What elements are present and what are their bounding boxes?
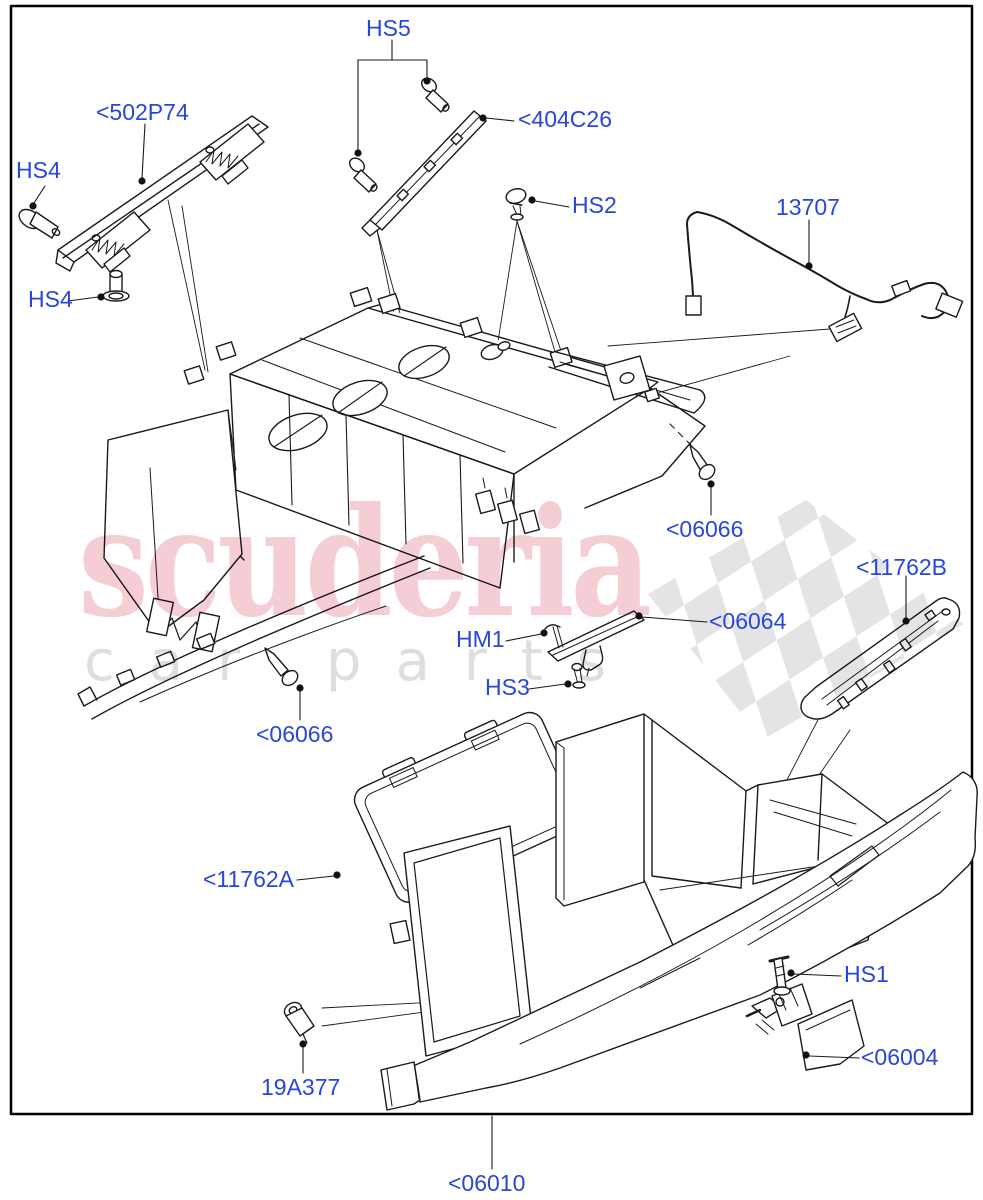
- part-pin-06066-upper: [689, 444, 716, 481]
- part-main-unit: [77, 286, 706, 720]
- part-screws-hs5: [348, 39, 450, 193]
- callout-06066-upper[interactable]: <06066: [666, 516, 744, 542]
- callout-hs2[interactable]: HS2: [572, 192, 617, 218]
- callout-06064[interactable]: <06064: [709, 608, 787, 634]
- callout-06010[interactable]: <06010: [448, 1170, 526, 1196]
- part-pin-06066-lower: [264, 647, 299, 687]
- callout-502P74[interactable]: <502P74: [96, 99, 189, 125]
- part-glovebox: [353, 711, 978, 1111]
- part-screw-hs2: [505, 188, 527, 221]
- callout-hs4-lower[interactable]: HS4: [28, 286, 73, 312]
- part-clip-19A377: [283, 1001, 315, 1044]
- callout-19A377[interactable]: 19A377: [261, 1074, 341, 1100]
- callout-11762B[interactable]: <11762B: [856, 554, 948, 580]
- part-strip-404C26: [361, 110, 487, 237]
- diagram-frame: [9, 4, 974, 1116]
- callout-hs3[interactable]: HS3: [485, 674, 530, 700]
- part-bracket-06064: [544, 610, 645, 689]
- callout-404C26[interactable]: <404C26: [518, 106, 612, 132]
- callout-hs1[interactable]: HS1: [844, 961, 889, 987]
- callout-06004[interactable]: <06004: [861, 1044, 939, 1070]
- callout-13707[interactable]: 13707: [776, 194, 840, 220]
- callout-hs4-upper[interactable]: HS4: [16, 157, 61, 183]
- leader-dots: [29, 77, 910, 1059]
- callout-hs5[interactable]: HS5: [366, 15, 411, 41]
- part-screw-hs4-lower: [102, 269, 130, 302]
- part-harness-13707: [685, 211, 964, 343]
- callout-06066-lower[interactable]: <06066: [256, 721, 334, 747]
- callout-hm1[interactable]: HM1: [456, 626, 505, 652]
- part-latch-06004: [745, 983, 865, 1071]
- part-rail-502P74: [55, 115, 269, 273]
- callout-11762A[interactable]: <11762A: [203, 866, 295, 892]
- part-screw-hs4-upper: [18, 208, 61, 239]
- part-screw-hs1: [768, 955, 791, 996]
